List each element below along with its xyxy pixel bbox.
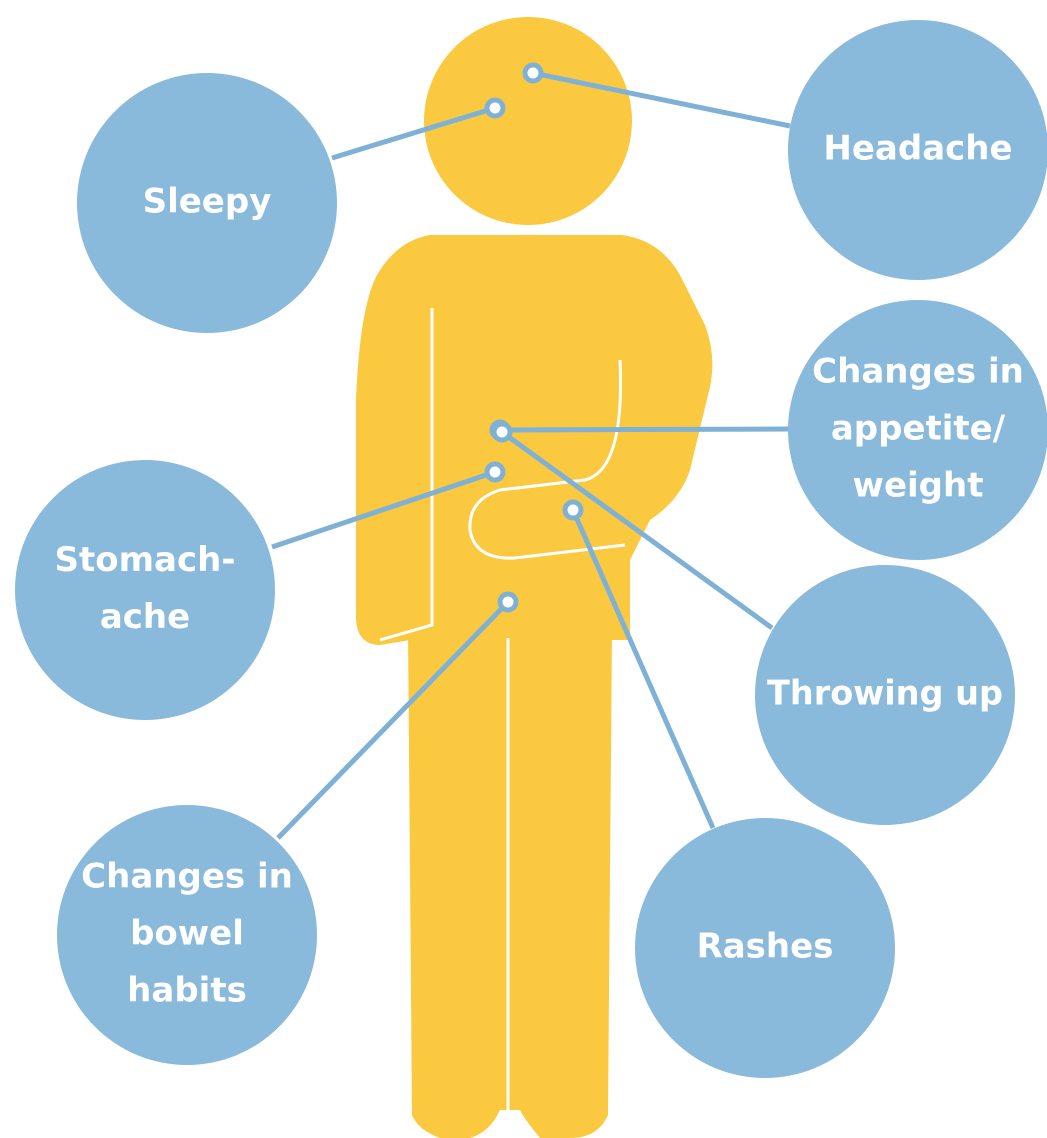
connector-dot-headache bbox=[525, 65, 541, 81]
symptom-label-bowel-line-3: habits bbox=[127, 971, 247, 1011]
person-legs bbox=[408, 630, 612, 1138]
bubble-circle-stomachache bbox=[15, 460, 275, 720]
connector-dot-throwing-up bbox=[494, 424, 510, 440]
connector-dot-stomachache bbox=[487, 464, 503, 480]
symptom-label-rashes-line-1: Rashes bbox=[697, 927, 834, 967]
symptom-bubble-bowel: Changes in bowel habits bbox=[57, 805, 317, 1065]
symptom-bubble-sleepy: Sleepy bbox=[77, 73, 337, 333]
symptom-label-appetite-line-2: appetite/ bbox=[831, 409, 1006, 449]
symptom-label-stomachache-line-1: Stomach- bbox=[55, 540, 236, 580]
symptom-bubble-rashes: Rashes bbox=[635, 818, 895, 1078]
symptom-bubble-throwing-up: Throwing up bbox=[755, 565, 1015, 825]
symptom-label-throwing-up-line-1: Throwing up bbox=[767, 674, 1003, 714]
connector-dot-rashes bbox=[565, 502, 581, 518]
symptom-label-stomachache-line-2: ache bbox=[100, 597, 190, 637]
connector-line-appetite bbox=[500, 429, 797, 430]
symptom-bubble-appetite: Changes in appetite/weight bbox=[788, 300, 1047, 560]
symptom-label-appetite-line-3: weight bbox=[853, 466, 984, 506]
symptom-label-bowel-line-1: Changes in bbox=[81, 857, 293, 897]
symptom-label-sleepy-line-1: Sleepy bbox=[143, 182, 272, 222]
symptom-label-appetite-line-1: Changes in bbox=[812, 352, 1024, 392]
connector-dot-sleepy bbox=[487, 100, 503, 116]
symptom-label-headache-line-1: Headache bbox=[823, 129, 1012, 169]
symptom-bubble-stomachache: Stomach-ache bbox=[15, 460, 275, 720]
connector-dot-bowel bbox=[500, 594, 516, 610]
person-torso bbox=[356, 235, 712, 645]
symptom-label-bowel-line-2: bowel bbox=[130, 914, 244, 954]
symptom-bubble-headache: Headache bbox=[788, 20, 1047, 280]
